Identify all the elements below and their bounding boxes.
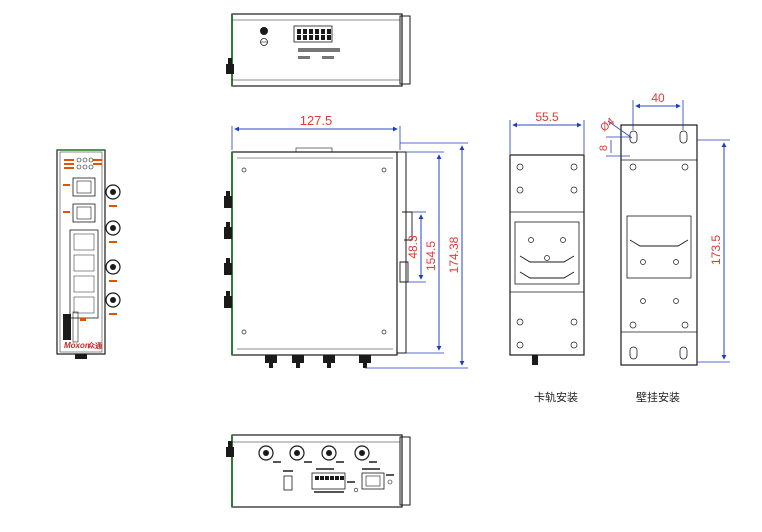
svg-text:154.5: 154.5 (424, 241, 438, 271)
svg-text:174.38: 174.38 (447, 236, 461, 273)
wall-mount-view (620, 124, 698, 366)
brand-logo: Moxon (64, 341, 90, 350)
dimension-wall-hole-edge: 8 (598, 136, 630, 157)
svg-text:55.5: 55.5 (535, 110, 559, 124)
dimension-wall-plate-height: 173.5 (697, 139, 730, 363)
dimension-rail-offset: 48.3 (406, 211, 426, 283)
din-rail-mount-view (509, 154, 585, 365)
svg-text:Ø4: Ø4 (598, 116, 617, 135)
svg-text:48.3: 48.3 (406, 235, 420, 259)
side-view (224, 147, 413, 368)
brand-logo-suffix: 众通 (88, 341, 103, 350)
dimension-overall-height: 174.38 (365, 142, 468, 369)
dimension-body-height: 154.5 (406, 151, 444, 354)
caption-din-rail-mount: 卡轨安装 (534, 391, 578, 404)
svg-text:40: 40 (651, 91, 665, 105)
dimension-wall-hole-spacing: 40 (632, 91, 684, 130)
front-panel-view: Moxon 众通 (56, 149, 121, 359)
antenna-connector-icon (258, 445, 370, 461)
dimension-wall-hole-diameter: Ø4 (598, 116, 633, 139)
dimension-overall-width: 127.5 (231, 113, 401, 150)
bottom-view (226, 434, 411, 508)
svg-text:8: 8 (598, 145, 610, 151)
svg-text:173.5: 173.5 (709, 235, 723, 265)
dimension-rail-mount-width: 55.5 (509, 110, 585, 154)
caption-wall-mount: 壁挂安装 (636, 391, 680, 404)
antenna-connector-icon (105, 184, 121, 308)
svg-text:127.5: 127.5 (300, 113, 333, 128)
top-view (226, 13, 411, 87)
